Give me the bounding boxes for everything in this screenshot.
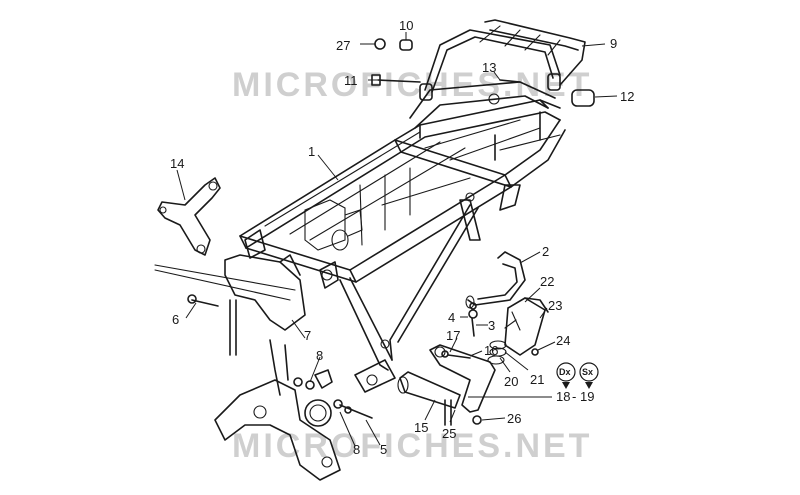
callout-2: 2 bbox=[542, 244, 549, 259]
callout-13: 13 bbox=[482, 60, 496, 75]
callout-24: 24 bbox=[556, 333, 570, 348]
rear-frame bbox=[239, 81, 566, 393]
callout-7: 7 bbox=[304, 328, 311, 343]
watermark-bottom: MICROFICHES.NET bbox=[232, 427, 592, 465]
callout-1: 1 bbox=[308, 144, 315, 159]
callout-6: 6 bbox=[172, 312, 179, 327]
callout-14: 14 bbox=[170, 156, 184, 171]
callout-18: 18 bbox=[556, 389, 570, 404]
callout-17: 17 bbox=[446, 328, 460, 343]
callout-9: 9 bbox=[610, 36, 617, 51]
badge-sx-circle bbox=[579, 362, 599, 382]
callout-8-lower: 8 bbox=[353, 442, 360, 457]
callout-10: 10 bbox=[399, 18, 413, 33]
callout-5: 5 bbox=[380, 442, 387, 457]
left-fasteners bbox=[187, 294, 373, 419]
callout-labels: 1 2 3 4 5 6 7 8 8 9 10 11 12 13 14 15 16… bbox=[170, 18, 634, 457]
callout-11: 11 bbox=[344, 73, 358, 88]
badge-sx-pointer bbox=[585, 382, 593, 389]
callout-26: 26 bbox=[507, 411, 521, 426]
badge-dx-circle bbox=[556, 362, 576, 382]
callout-19: 19 bbox=[580, 389, 594, 404]
badge-dx: Dx bbox=[559, 367, 571, 377]
callout-8-upper: 8 bbox=[316, 348, 323, 363]
left-footrest-assembly bbox=[154, 254, 341, 481]
callout-27: 27 bbox=[336, 38, 350, 53]
watermark-top: MICROFICHES.NET bbox=[232, 66, 592, 104]
bracket-14 bbox=[157, 177, 221, 256]
badge-sx: Sx bbox=[582, 367, 593, 377]
callout-23: 23 bbox=[548, 298, 562, 313]
leader-lines bbox=[176, 32, 618, 447]
callout-20: 20 bbox=[504, 374, 518, 389]
callout-12: 12 bbox=[620, 89, 634, 104]
callout-21: 21 bbox=[530, 372, 544, 387]
luggage-rack bbox=[419, 19, 586, 101]
right-footrest-assembly bbox=[397, 251, 549, 426]
callout-15: 15 bbox=[414, 420, 428, 435]
callout-joiner: - bbox=[572, 389, 576, 404]
callout-4: 4 bbox=[448, 310, 455, 325]
callout-25: 25 bbox=[442, 426, 456, 441]
callout-16: 16 bbox=[484, 343, 498, 358]
badge-dx-pointer bbox=[562, 382, 570, 389]
callout-3: 3 bbox=[488, 318, 495, 333]
side-badges: Dx Sx bbox=[556, 362, 599, 389]
callout-22: 22 bbox=[540, 274, 554, 289]
